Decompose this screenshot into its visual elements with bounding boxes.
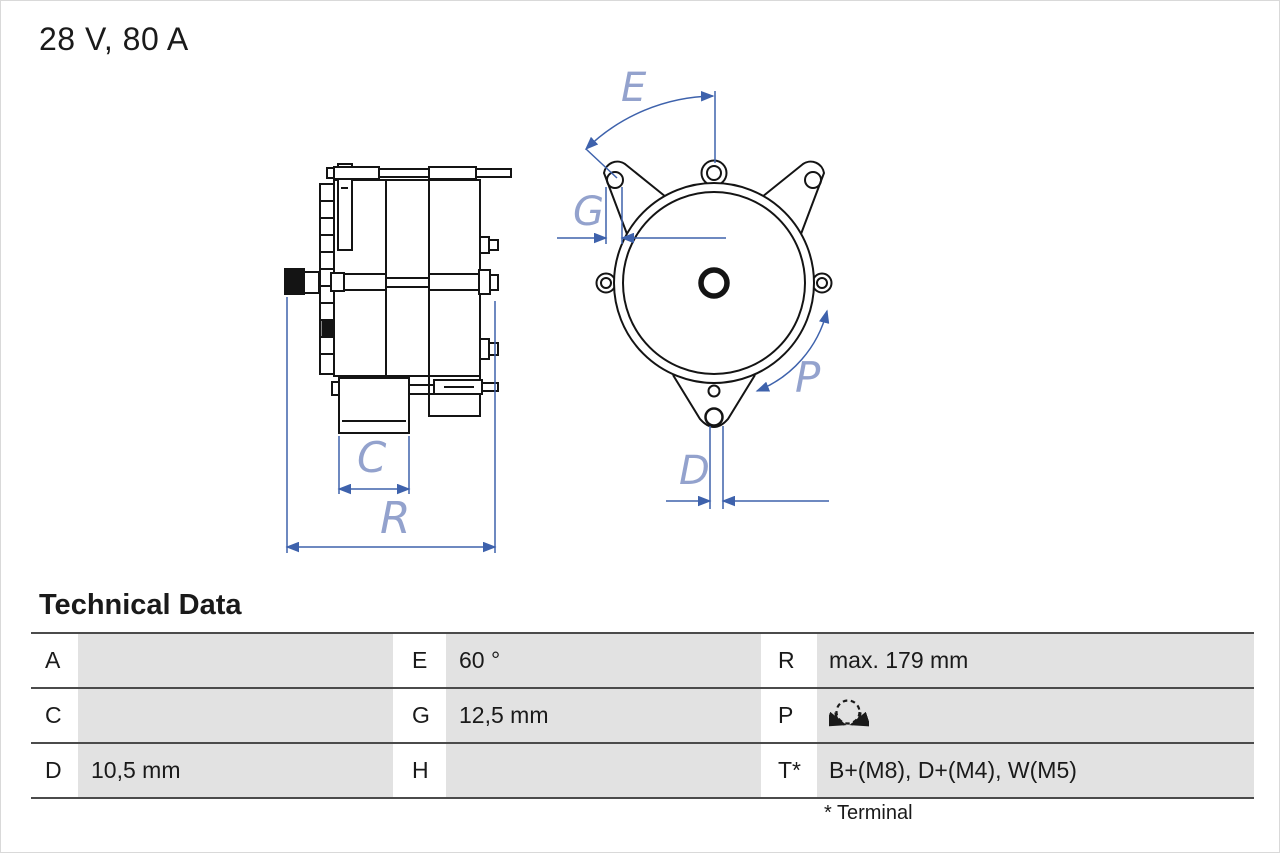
param-label: P [761,689,817,742]
terminal-footnote: * Terminal [824,802,913,824]
param-label: E [393,634,446,687]
dimension-lines [285,90,830,553]
param-value: 10,5 mm [78,744,393,797]
alternator-technical-drawing: E G P D C R [284,65,833,553]
param-value [446,744,761,797]
technical-data-heading: Technical Data [39,589,242,621]
param-label: A [31,634,78,687]
page-title: 28 V, 80 A [39,21,189,57]
param-value: 12,5 mm [446,689,761,742]
param-value [817,689,1254,742]
side-view-drawing [284,163,512,434]
technical-data-table: A E 60 ° R max. 179 mm C G 12,5 mm P D 1… [31,632,1254,799]
param-value: 60 ° [446,634,761,687]
param-value [78,634,393,687]
dim-label-p: P [795,353,821,402]
dim-label-d: D [679,448,710,494]
param-label: T* [761,744,817,797]
param-value: max. 179 mm [817,634,1254,687]
param-label: R [761,634,817,687]
param-label: H [393,744,446,797]
dim-label-r: R [380,493,411,544]
dim-label-e: E [621,65,647,111]
table-row: A E 60 ° R max. 179 mm [31,634,1254,689]
table-row: C G 12,5 mm P [31,689,1254,744]
param-label: G [393,689,446,742]
dim-label-g: G [573,189,604,235]
param-value: B+(M8), D+(M4), W(M5) [817,744,1254,797]
param-label: C [31,689,78,742]
param-label: D [31,744,78,797]
param-value [78,689,393,742]
dim-label-c: C [357,433,387,482]
table-row: D 10,5 mm H T* B+(M8), D+(M4), W(M5) [31,744,1254,799]
rotation-direction-icon [829,698,869,726]
